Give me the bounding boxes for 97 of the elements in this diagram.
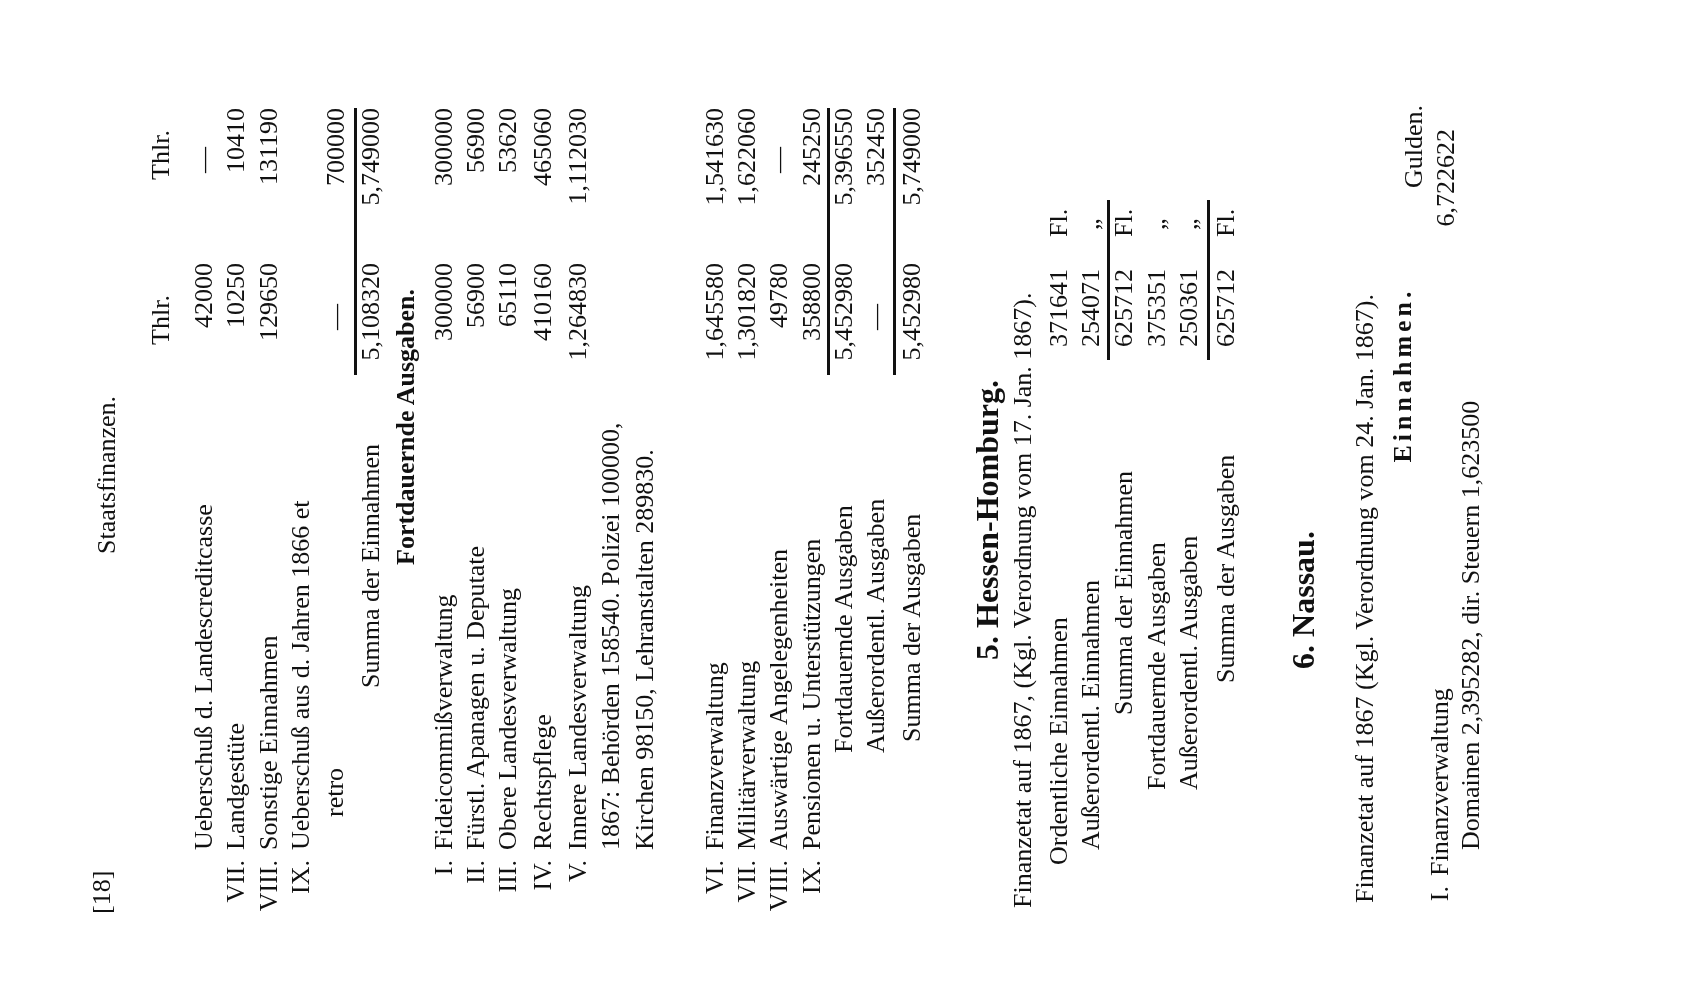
roman-numeral: I. xyxy=(428,860,459,876)
sum-label: Summa der Einnahmen xyxy=(355,443,386,688)
amount: — xyxy=(860,304,891,330)
row-label: Außerordentl. Einnahmen xyxy=(1075,579,1106,850)
amount: 56900 xyxy=(460,108,491,173)
section-heading: Fortdauernde Ausgaben. xyxy=(390,289,421,565)
row-label: Finanzverwaltung xyxy=(699,662,730,850)
column-header: Thlr. xyxy=(145,295,176,345)
row-label: Fideicommißverwaltung xyxy=(428,594,459,850)
row-label: Militärverwaltung xyxy=(731,660,762,850)
amount: 465060 xyxy=(527,108,558,186)
roman-numeral: IX. xyxy=(285,860,316,894)
sum-label: Summa der Ausgaben xyxy=(896,513,927,742)
note-text: 1867: Behörden 158540. Polizei 100000, Kirchen 98150, Lehranstalten 289830. xyxy=(595,421,660,850)
amount: 6,722622 xyxy=(1430,129,1461,227)
amount: 375351 xyxy=(1141,269,1172,347)
amount: 625712 xyxy=(1108,269,1139,347)
unit-label: Fl. xyxy=(1108,208,1139,237)
amount: 1,264830 xyxy=(562,263,593,361)
ditto-mark: „ xyxy=(1075,218,1106,230)
column-header: Thlr. xyxy=(145,130,176,180)
row-label: Ordentliche Einnahmen xyxy=(1043,617,1074,865)
row-label: Sonstige Einnahmen xyxy=(253,635,284,850)
roman-numeral: VIII. xyxy=(253,860,284,912)
amount: — xyxy=(188,147,219,173)
amount: 1,541630 xyxy=(699,108,730,206)
amount: 42000 xyxy=(188,263,219,328)
row-label: Finanzverwaltung xyxy=(1424,688,1455,876)
ditto-mark: „ xyxy=(1173,218,1204,230)
amount: 56900 xyxy=(460,263,491,328)
sum-label: Summa der Ausgaben xyxy=(1210,454,1241,683)
amount: 5,452980 xyxy=(896,263,927,361)
amount: 371641 xyxy=(1043,269,1074,347)
ditto-mark: „ xyxy=(1141,218,1172,230)
amount: — xyxy=(763,147,794,173)
amount: 65110 xyxy=(492,263,523,328)
sum-label: Fortdauernde Ausgaben xyxy=(828,505,859,753)
row-label: Fortdauernde Ausgaben xyxy=(1141,542,1172,790)
row-label: Pensionen u. Unterstützungen xyxy=(796,538,827,850)
amount: 5,108320 xyxy=(355,263,386,361)
amount: 10250 xyxy=(220,263,251,328)
amount: — xyxy=(320,304,351,330)
amount: 245250 xyxy=(796,108,827,186)
sum-label: Summa der Einnahmen xyxy=(1108,470,1139,715)
amount: 254071 xyxy=(1075,269,1106,347)
amount: 250361 xyxy=(1173,269,1204,347)
row-label: Auswärtige Angelegenheiten xyxy=(763,548,794,850)
amount: 352450 xyxy=(860,108,891,186)
unit-label: Fl. xyxy=(1043,208,1074,237)
amount: 53620 xyxy=(492,108,523,173)
amount: 1,645580 xyxy=(699,263,730,361)
row-label: Landgestüte xyxy=(220,722,251,850)
intro-text: Finanzetat auf 1867, (Kgl. Verordnung vom 17. Jan. 1867). xyxy=(1007,292,1038,908)
amount: 5,452980 xyxy=(828,263,859,361)
note-text: Domainen 2,395282, dir. Steuern 1,623500 xyxy=(1455,400,1486,850)
section-heading: 5. Hessen-Homburg. xyxy=(970,380,1004,660)
amount: 5,749000 xyxy=(355,108,386,206)
roman-numeral: III. xyxy=(492,860,523,893)
amount: 300000 xyxy=(428,263,459,341)
intro-text: Finanzetat auf 1867 (Kgl. Verordnung vom 24. Jan. 1867). xyxy=(1349,294,1380,903)
roman-numeral: VII. xyxy=(220,860,251,903)
amount: 1,112030 xyxy=(562,108,593,205)
page-number: [18] xyxy=(86,870,117,914)
row-label: Rechtspflege xyxy=(527,714,558,850)
roman-numeral: V. xyxy=(562,860,593,882)
amount: 358800 xyxy=(796,263,827,341)
roman-numeral: II. xyxy=(460,860,491,884)
amount: 1,301820 xyxy=(731,263,762,361)
amount: 300000 xyxy=(428,108,459,186)
sum-label: Außerordentl. Ausgaben xyxy=(860,498,891,753)
section-heading: 6. Nassau. xyxy=(1286,531,1320,669)
amount: 131190 xyxy=(253,108,284,186)
amount: 5,749000 xyxy=(896,108,927,206)
row-label: Innere Landesverwaltung xyxy=(562,585,593,850)
amount: 49780 xyxy=(763,263,794,328)
amount: 1,622060 xyxy=(731,108,762,206)
unit-label: Fl. xyxy=(1210,208,1241,237)
roman-numeral: VI. xyxy=(699,860,730,894)
amount: 625712 xyxy=(1210,269,1241,347)
amount: 5,396550 xyxy=(828,108,859,206)
amount: 129650 xyxy=(253,263,284,341)
row-label: Fürstl. Apanagen u. Deputate xyxy=(460,546,491,850)
row-label: Ueberschuß aus d. Jahren 1866 et retro xyxy=(285,499,350,850)
roman-numeral: IX. xyxy=(796,860,827,894)
amount: 10410 xyxy=(220,108,251,173)
subheading: Einnahmen. xyxy=(1387,287,1418,463)
amount: 410160 xyxy=(527,263,558,341)
row-label: Ueberschuß d. Landescreditcasse xyxy=(188,504,219,850)
roman-numeral: I. xyxy=(1424,886,1455,902)
column-header: Gulden. xyxy=(1398,104,1429,188)
roman-numeral: IV. xyxy=(527,860,558,891)
amount: 700000 xyxy=(320,108,351,186)
row-label: Außerordentl. Ausgaben xyxy=(1173,535,1204,790)
row-label: Obere Landesverwaltung xyxy=(492,587,523,850)
roman-numeral: VII. xyxy=(731,860,762,903)
roman-numeral: VIII. xyxy=(763,860,794,912)
running-head: Staatsfinanzen. xyxy=(91,395,122,555)
